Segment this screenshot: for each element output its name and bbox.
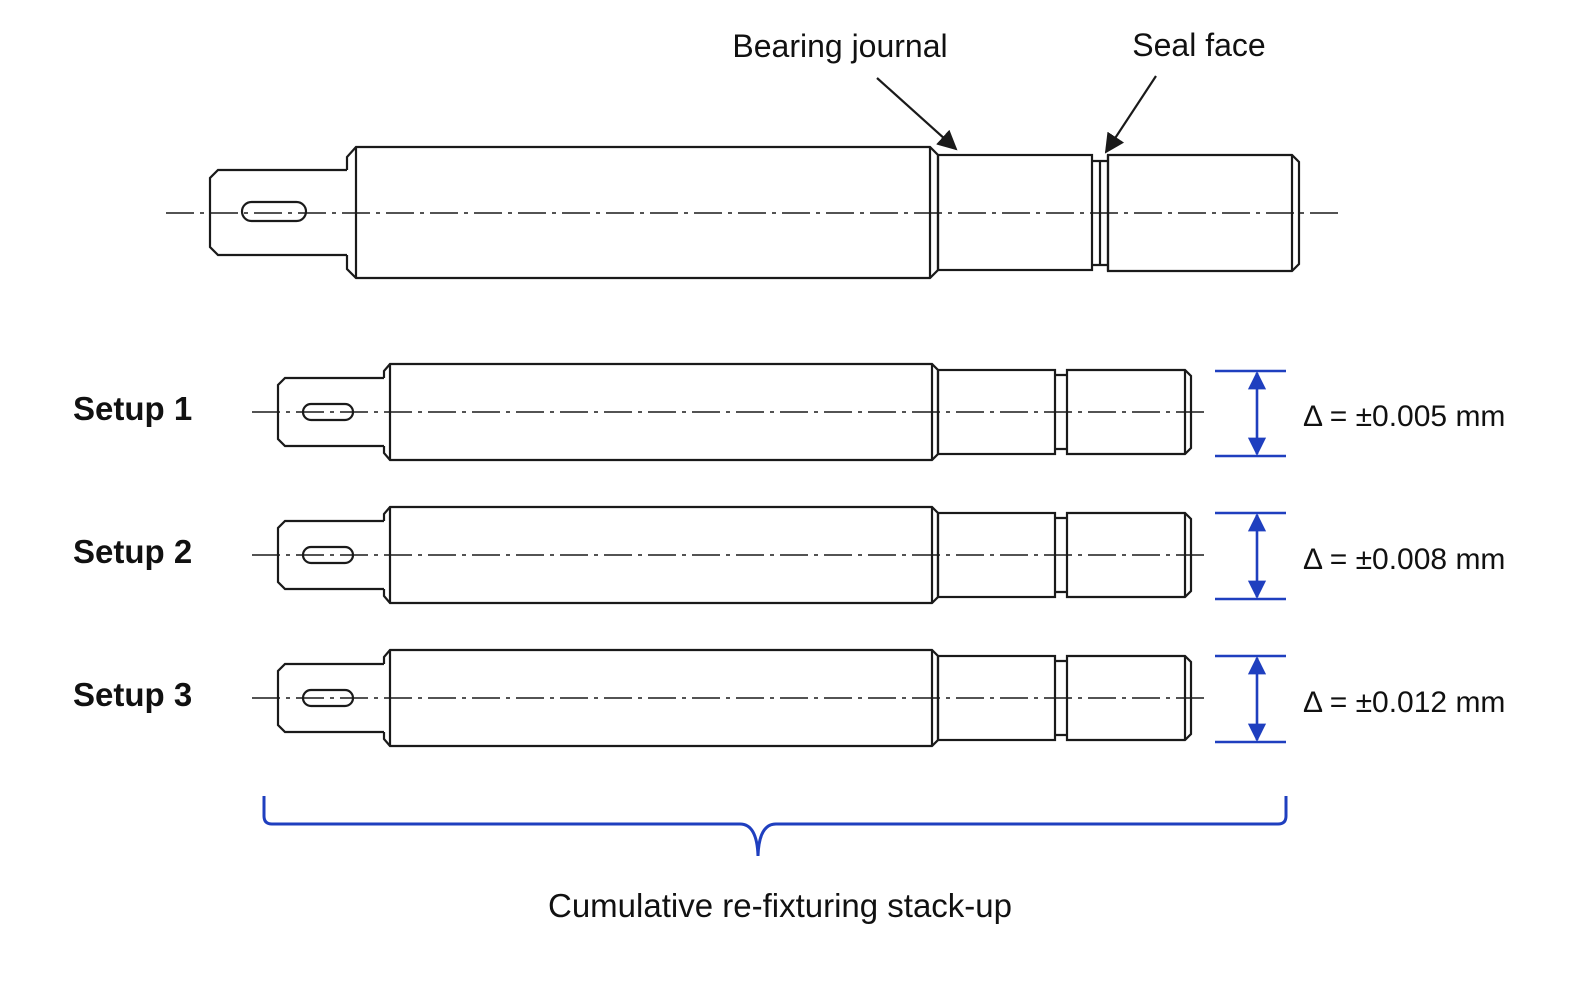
setup-label: Setup 3 (73, 676, 192, 713)
bearing-journal (936, 153, 1094, 272)
deviation-label: Δ = ±0.012 mm (1303, 686, 1505, 719)
seal-face-label: Seal face (1132, 27, 1265, 63)
deviation-dimension (1215, 369, 1286, 458)
setup-row: Setup 1 Δ = ±0.005 mm (73, 362, 1505, 462)
seal-face-leader (1104, 75, 1157, 154)
setup-label: Setup 1 (73, 390, 192, 427)
keyed-stub (208, 168, 347, 257)
setup-shaft (252, 648, 1210, 748)
setup-row: Setup 3 Δ = ±0.012 mm (73, 648, 1505, 748)
setup-shaft (252, 362, 1210, 462)
reference-shaft (166, 145, 1342, 280)
keyway-slot (240, 200, 308, 223)
stack-up-brace (262, 796, 1288, 857)
bearing-journal-label: Bearing journal (732, 28, 947, 64)
setup-shaft (252, 505, 1210, 605)
bearing-journal-leader (876, 77, 958, 151)
deviation-dimension (1215, 654, 1286, 744)
setup-row: Setup 2 Δ = ±0.008 mm (73, 505, 1505, 605)
deviation-label: Δ = ±0.008 mm (1303, 543, 1505, 576)
deviation-dimension (1215, 511, 1286, 601)
setup-label: Setup 2 (73, 533, 192, 570)
stack-up-caption: Cumulative re-fixturing stack-up (548, 887, 1012, 924)
deviation-label: Δ = ±0.005 mm (1303, 400, 1505, 433)
